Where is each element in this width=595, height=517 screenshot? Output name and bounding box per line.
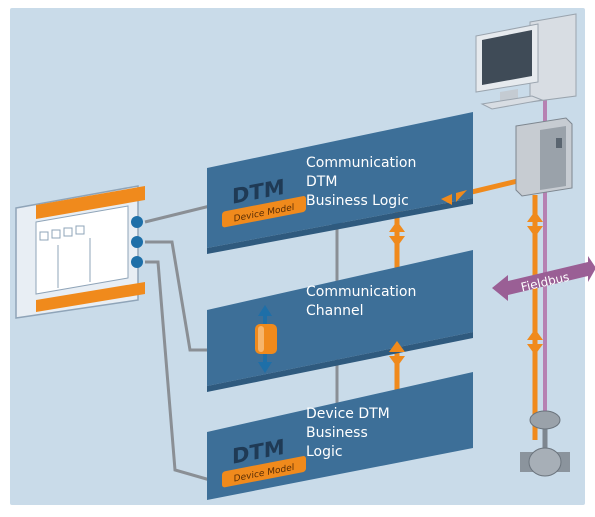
gateway-device-icon (515, 117, 573, 197)
frame-port-1 (131, 216, 143, 228)
panel-bottom-badge-shape (222, 456, 306, 488)
orange-arrow-2-down (389, 356, 405, 367)
frame-port-2 (131, 236, 143, 248)
panel-bottom-line-1: Device DTM (306, 406, 390, 422)
toolbar-button-3 (63, 227, 73, 237)
panel-middle-edge (207, 332, 473, 392)
valve-body (528, 447, 562, 477)
orange-arrow-5-up (527, 329, 543, 340)
frame-app-header-bar (36, 186, 145, 219)
panel-bottom-text: Device DTM Business Logic (306, 406, 394, 460)
panel-bottom-line-2: Business (306, 425, 368, 441)
panel-top-line-1: Communication (306, 155, 416, 171)
frame-app-footer-bar (36, 282, 145, 312)
orange-arrow-3-right (456, 190, 467, 202)
orange-arrow-1-up (389, 221, 405, 232)
panel-middle-text: Communication Channel (306, 284, 421, 319)
panel-top-edge (207, 198, 473, 254)
computer-icon (475, 13, 577, 110)
panel-top-badge-shape (222, 196, 306, 228)
panel-middle-line-1: Communication (306, 284, 416, 300)
panel-top-line-3: Business Logic (306, 193, 409, 209)
valve-actuator (529, 410, 561, 430)
channel-arrow-head-up (258, 305, 272, 316)
orange-arrow-2-up (389, 341, 405, 352)
orange-arrow-1-down (389, 236, 405, 247)
orange-arrow-4-down (527, 226, 543, 237)
gateway-led (556, 138, 562, 148)
panel-top-line-2: DTM (306, 174, 337, 190)
frame-app-window (35, 205, 129, 295)
monitor-stand (500, 89, 518, 101)
panel-dtm-business-logic: DTM Device Model Communication DTM Busin… (207, 112, 473, 254)
toolbar-button-1 (39, 231, 49, 241)
channel-cylinder-highlight (258, 326, 264, 352)
connector-to-middle-panel (145, 240, 210, 352)
panel-device-dtm-business-logic: DTM Device Model Device DTM Business Log… (207, 372, 473, 500)
panel-middle-line-2: Channel (306, 303, 363, 319)
communication-channel-icon (255, 305, 277, 373)
gateway-front (540, 126, 566, 190)
connector-to-bottom-panel (145, 260, 211, 482)
connector-to-top-panel (144, 204, 211, 224)
field-valve-icon (520, 410, 570, 477)
panel-communication-channel: Communication Channel (207, 250, 473, 392)
orange-arrow-5-down (527, 344, 543, 355)
orange-arrows (389, 190, 543, 367)
frame-application-icon (15, 185, 145, 319)
frame-app-toolbar (39, 225, 85, 241)
channel-arrow-head-down (258, 362, 272, 373)
keyboard (480, 95, 544, 110)
orange-arrow-3-left (441, 194, 452, 205)
toolbar-button-2 (51, 229, 61, 239)
frame-port-3 (131, 256, 143, 268)
frame-connectors (144, 204, 211, 482)
toolbar-button-4 (75, 225, 85, 235)
panel-top-text: Communication DTM Business Logic (306, 155, 421, 209)
panel-bottom-line-3: Logic (306, 444, 343, 460)
orange-arrow-4-up (527, 211, 543, 222)
monitor-screen (482, 30, 532, 85)
fieldbus-arrow-shape (492, 256, 595, 301)
